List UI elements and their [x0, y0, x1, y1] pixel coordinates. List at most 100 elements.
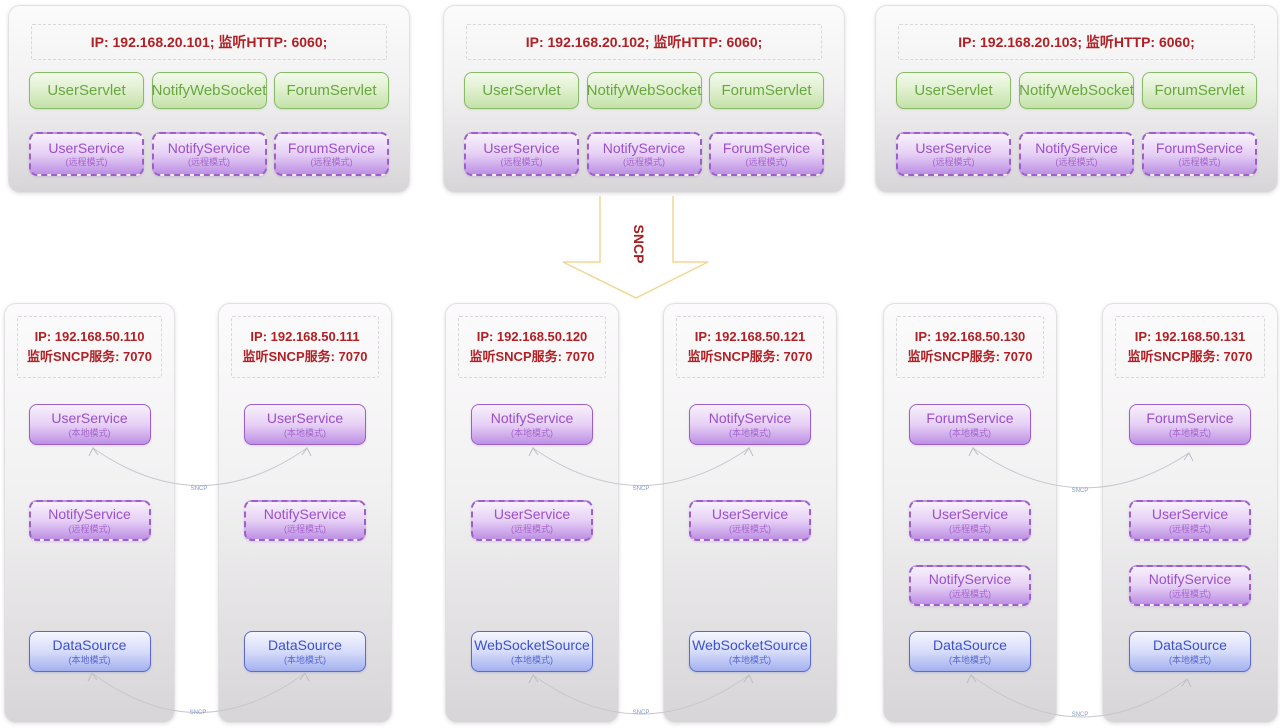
- service-mode: (远程模式): [1178, 157, 1221, 168]
- ip-text: IP: 192.168.50.110: [34, 328, 145, 344]
- user-servlet[interactable]: UserServlet: [896, 72, 1011, 109]
- service-name: UserService: [48, 139, 125, 156]
- sncp-node-121-ip-header: IP: 192.168.50.121 监听SNCP服务: 7070: [676, 316, 824, 378]
- service-mode: (远程模式): [500, 157, 543, 168]
- service-mode: (远程模式): [511, 523, 553, 534]
- data-source-local[interactable]: DataSource (本地模式): [1129, 631, 1251, 672]
- user-service-remote[interactable]: UserService (远程模式): [1129, 500, 1251, 541]
- service-name: DataSource: [933, 637, 1007, 654]
- service-mode: (远程模式): [1169, 523, 1211, 534]
- user-service-remote[interactable]: UserService (远程模式): [464, 132, 579, 176]
- user-service-local[interactable]: UserService (本地模式): [28, 404, 151, 445]
- user-service-remote[interactable]: UserService (远程模式): [689, 500, 811, 541]
- sncp-flow-arrow-label: SNCP: [631, 225, 647, 264]
- web-node-3-ip-header: IP: 192.168.20.103; 监听HTTP: 6060;: [898, 24, 1255, 60]
- service-mode: (本地模式): [729, 654, 771, 665]
- ip-text: IP: 192.168.50.121: [694, 328, 806, 344]
- web-node-2-ip-header: IP: 192.168.20.102; 监听HTTP: 6060;: [466, 24, 822, 60]
- notify-service-remote[interactable]: NotifyService (远程模式): [1129, 565, 1251, 606]
- forum-service-remote[interactable]: ForumService (远程模式): [274, 132, 389, 176]
- service-mode: (本地模式): [511, 654, 553, 665]
- ip-text: IP: 192.168.20.103; 监听HTTP: 6060;: [958, 34, 1195, 50]
- forum-service-local[interactable]: ForumService (本地模式): [909, 404, 1031, 445]
- service-mode: (远程模式): [729, 523, 771, 534]
- sncp-node-110-ip-header: IP: 192.168.50.110 监听SNCP服务: 7070: [17, 316, 162, 378]
- service-row: UserService (远程模式) NotifyService (远程模式) …: [464, 132, 824, 176]
- sncp-node-111: IP: 192.168.50.111 监听SNCP服务: 7070 UserSe…: [218, 303, 392, 723]
- websocket-source-local[interactable]: WebSocketSource (本地模式): [471, 631, 593, 672]
- service-mode: (本地模式): [68, 427, 111, 438]
- service-name: UserService: [266, 410, 344, 427]
- user-service-remote[interactable]: UserService (远程模式): [29, 132, 144, 176]
- user-servlet[interactable]: UserServlet: [29, 72, 144, 109]
- notify-service-remote[interactable]: NotifyService (远程模式): [151, 132, 267, 176]
- ip-port-text: 监听SNCP服务: 7070: [687, 349, 813, 364]
- service-name: UserService: [51, 410, 128, 427]
- service-name: ForumService: [1155, 139, 1244, 156]
- service-name: NotifyService: [490, 410, 574, 427]
- forum-service-remote[interactable]: ForumService (远程模式): [709, 132, 824, 176]
- ip-text: IP: 192.168.50.130: [914, 328, 1026, 344]
- forum-servlet[interactable]: ForumServlet: [1142, 72, 1257, 109]
- service-mode: (远程模式): [1169, 588, 1211, 599]
- ip-port-text: 监听SNCP服务: 7070: [242, 349, 368, 364]
- user-service-remote[interactable]: UserService (远程模式): [471, 500, 593, 541]
- service-name: NotifyService: [708, 410, 792, 427]
- user-service-local[interactable]: UserService (本地模式): [244, 404, 366, 445]
- service-name: UserService: [483, 139, 560, 156]
- service-name: ForumService: [722, 139, 811, 156]
- service-mode: (本地模式): [1169, 427, 1211, 438]
- service-mode: (本地模式): [68, 654, 111, 665]
- service-mode: (远程模式): [188, 157, 230, 168]
- notify-service-remote[interactable]: NotifyService (远程模式): [586, 132, 702, 176]
- forum-servlet[interactable]: ForumServlet: [274, 72, 389, 109]
- sncp-node-131-ip-header: IP: 192.168.50.131 监听SNCP服务: 7070: [1115, 316, 1265, 378]
- service-name: UserService: [493, 506, 571, 523]
- service-mode: (远程模式): [745, 157, 788, 168]
- user-servlet[interactable]: UserServlet: [464, 72, 579, 109]
- service-mode: (本地模式): [729, 427, 771, 438]
- web-node-3: IP: 192.168.20.103; 监听HTTP: 6060; UserSe…: [875, 5, 1278, 193]
- service-name: NotifyService: [48, 506, 131, 523]
- forum-servlet[interactable]: ForumServlet: [709, 72, 824, 109]
- forum-service-remote[interactable]: ForumService (远程模式): [1142, 132, 1257, 176]
- service-mode: (本地模式): [284, 654, 326, 665]
- user-service-remote[interactable]: UserService (远程模式): [896, 132, 1011, 176]
- service-name: UserService: [711, 506, 789, 523]
- data-source-local[interactable]: DataSource (本地模式): [28, 631, 151, 672]
- connector-label: SNCP: [1072, 488, 1089, 494]
- service-row: UserService (远程模式) NotifyService (远程模式) …: [29, 132, 389, 176]
- service-mode: (本地模式): [284, 427, 326, 438]
- sncp-node-131: IP: 192.168.50.131 监听SNCP服务: 7070 ForumS…: [1102, 303, 1278, 723]
- websocket-source-local[interactable]: WebSocketSource (本地模式): [689, 631, 811, 672]
- notify-websocket[interactable]: NotifyWebSocket: [151, 72, 267, 109]
- service-row: UserService (远程模式) NotifyService (远程模式) …: [896, 132, 1257, 176]
- forum-service-local[interactable]: ForumService (本地模式): [1129, 404, 1251, 445]
- service-mode: (远程模式): [284, 523, 326, 534]
- notify-service-remote[interactable]: NotifyService (远程模式): [909, 565, 1031, 606]
- notify-websocket[interactable]: NotifyWebSocket: [586, 72, 702, 109]
- service-name: NotifyService: [1035, 139, 1118, 156]
- user-service-remote[interactable]: UserService (远程模式): [909, 500, 1031, 541]
- notify-service-local[interactable]: NotifyService (本地模式): [689, 404, 811, 445]
- data-source-local[interactable]: DataSource (本地模式): [909, 631, 1031, 672]
- ip-text: IP: 192.168.50.111: [250, 328, 360, 344]
- notify-service-remote[interactable]: NotifyService (远程模式): [28, 500, 151, 541]
- sncp-node-130-ip-header: IP: 192.168.50.130 监听SNCP服务: 7070: [896, 316, 1044, 378]
- service-mode: (本地模式): [1169, 654, 1211, 665]
- connector-label: SNCP: [191, 486, 208, 492]
- service-name: UserService: [931, 506, 1009, 523]
- sncp-node-120-ip-header: IP: 192.168.50.120 监听SNCP服务: 7070: [458, 316, 606, 378]
- service-mode: (远程模式): [68, 523, 111, 534]
- service-mode: (本地模式): [949, 427, 991, 438]
- sncp-node-130: IP: 192.168.50.130 监听SNCP服务: 7070 ForumS…: [883, 303, 1057, 723]
- service-name: UserService: [915, 139, 992, 156]
- service-mode: (本地模式): [949, 654, 991, 665]
- data-source-local[interactable]: DataSource (本地模式): [244, 631, 366, 672]
- ip-text: IP: 192.168.20.102; 监听HTTP: 6060;: [525, 34, 763, 50]
- notify-websocket[interactable]: NotifyWebSocket: [1019, 72, 1134, 109]
- notify-service-remote[interactable]: NotifyService (远程模式): [1019, 132, 1134, 176]
- notify-service-local[interactable]: NotifyService (本地模式): [471, 404, 593, 445]
- notify-service-remote[interactable]: NotifyService (远程模式): [244, 500, 366, 541]
